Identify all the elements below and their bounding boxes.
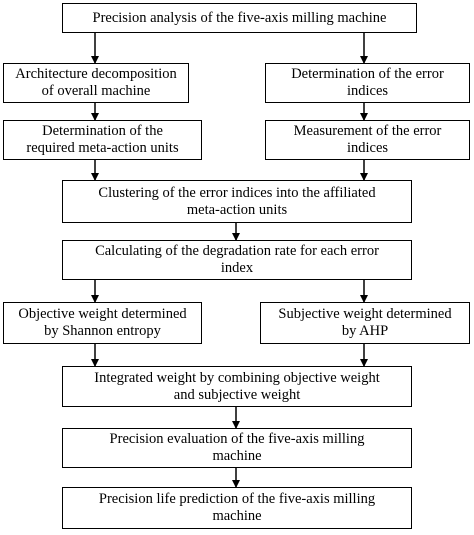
node-architecture-decomposition-line2: of overall machine	[41, 83, 151, 99]
node-degradation-rate-line1: Calculating of the degradation rate for …	[95, 243, 379, 259]
node-required-meta-action-units-line2: required meta-action units	[26, 140, 179, 156]
node-objective-weight: Objective weight determined by Shannon e…	[3, 302, 202, 344]
node-clustering-error-indices-line1: Clustering of the error indices into the…	[98, 184, 376, 201]
node-subjective-weight-line2: by AHP	[341, 323, 389, 339]
node-measurement-error-indices-line1: Measurement of the error	[293, 123, 442, 139]
node-measurement-error-indices: Measurement of the error indices	[265, 120, 470, 160]
node-required-meta-action-units: Determination of the required meta-actio…	[3, 120, 202, 160]
node-measurement-error-indices-line2: indices	[346, 140, 389, 156]
node-precision-life-prediction: Precision life prediction of the five-ax…	[62, 487, 412, 529]
node-architecture-decomposition-line1: Architecture decomposition	[15, 66, 177, 82]
node-degradation-rate: Calculating of the degradation rate for …	[62, 240, 412, 280]
node-clustering-error-indices-line2: meta-action units	[186, 201, 288, 218]
node-determination-error-indices-line2: indices	[346, 83, 389, 99]
node-integrated-weight: Integrated weight by combining objective…	[62, 366, 412, 407]
node-precision-life-prediction-line2: machine	[212, 508, 262, 524]
node-objective-weight-line1: Objective weight determined	[18, 306, 187, 322]
node-determination-error-indices: Determination of the error indices	[265, 63, 470, 103]
node-determination-error-indices-line1: Determination of the error	[291, 66, 444, 82]
node-architecture-decomposition: Architecture decomposition of overall ma…	[3, 63, 189, 103]
node-precision-evaluation-line1: Precision evaluation of the five-axis mi…	[109, 431, 365, 447]
node-integrated-weight-line1: Integrated weight by combining objective…	[94, 369, 380, 386]
node-subjective-weight-line1: Subjective weight determined	[278, 306, 452, 322]
node-clustering-error-indices: Clustering of the error indices into the…	[62, 180, 412, 223]
node-precision-analysis-text: Precision analysis of the five-axis mill…	[92, 9, 387, 26]
node-precision-life-prediction-line1: Precision life prediction of the five-ax…	[98, 491, 376, 507]
node-precision-evaluation: Precision evaluation of the five-axis mi…	[62, 428, 412, 468]
node-objective-weight-line2: by Shannon entropy	[44, 323, 161, 339]
node-required-meta-action-units-line1: Determination of the	[42, 123, 163, 139]
node-precision-analysis: Precision analysis of the five-axis mill…	[62, 3, 417, 33]
node-degradation-rate-line2: index	[220, 260, 254, 276]
node-subjective-weight: Subjective weight determined by AHP	[260, 302, 470, 344]
node-precision-evaluation-line2: machine	[212, 448, 262, 464]
node-integrated-weight-line2: and subjective weight	[173, 386, 301, 403]
